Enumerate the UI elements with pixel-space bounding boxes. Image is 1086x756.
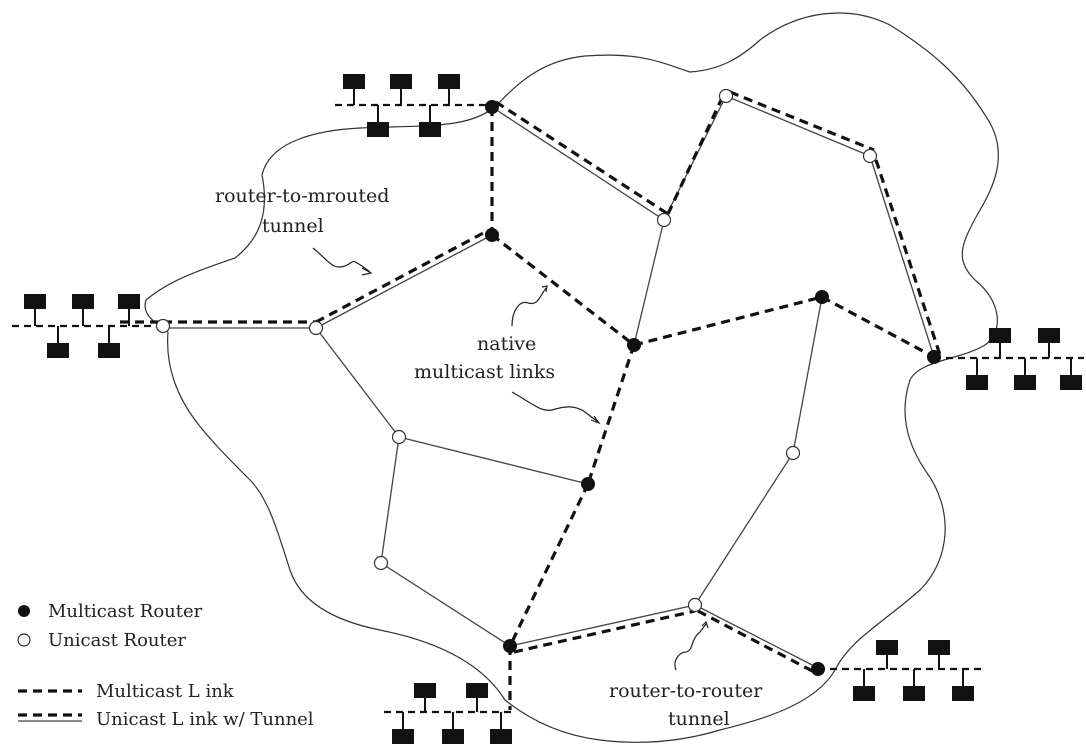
multicast-router bbox=[927, 350, 941, 364]
multicast-link bbox=[491, 233, 635, 347]
tunnel-link bbox=[697, 609, 819, 676]
tunnel-link bbox=[315, 228, 490, 324]
legend-multicast-link-label: Multicast L ink bbox=[96, 681, 235, 702]
legend-multicast-router-icon bbox=[18, 605, 30, 617]
host-lan-bottom bbox=[384, 683, 512, 744]
multicast-links bbox=[120, 90, 942, 710]
unicast-link bbox=[398, 436, 589, 485]
unicast-router bbox=[862, 148, 878, 164]
label-native-line1: native bbox=[477, 333, 536, 355]
unicast-link bbox=[315, 327, 400, 438]
legend-tunnel-link-label: Unicast L ink w/ Tunnel bbox=[96, 709, 314, 730]
unicast-routers bbox=[155, 88, 878, 613]
callout-arrow-router-to-router bbox=[674, 623, 707, 671]
host-lan-top bbox=[335, 74, 492, 137]
label-router-to-router-line1: router-to-router bbox=[609, 680, 763, 702]
host-lan-left bbox=[12, 294, 160, 358]
unicast-link bbox=[491, 106, 665, 221]
multicast-link bbox=[633, 295, 823, 347]
unicast-link bbox=[694, 452, 794, 606]
host-lan-bottom-right bbox=[818, 640, 985, 701]
multicast-router bbox=[503, 639, 517, 653]
tunnel-link bbox=[495, 100, 669, 216]
unicast-router bbox=[656, 212, 672, 228]
unicast-link bbox=[694, 604, 819, 669]
unicast-link bbox=[315, 234, 493, 329]
multicast-router bbox=[485, 100, 499, 114]
multicast-link bbox=[586, 344, 636, 485]
multicast-router bbox=[581, 477, 595, 491]
callout-arrow-mrouted bbox=[312, 247, 371, 273]
unicast-router bbox=[718, 88, 734, 104]
legend-unicast-router-icon bbox=[17, 633, 31, 647]
legend: Multicast Router Unicast Router Multicas… bbox=[17, 601, 314, 730]
unicast-router bbox=[785, 445, 801, 461]
unicast-router bbox=[155, 318, 171, 334]
unicast-link bbox=[380, 436, 400, 564]
callout-arrow-native-down bbox=[511, 391, 599, 423]
unicast-link bbox=[725, 95, 871, 157]
unicast-link bbox=[380, 562, 511, 647]
multicast-routers bbox=[485, 100, 941, 676]
legend-unicast-router-label: Unicast Router bbox=[48, 630, 186, 651]
legend-multicast-router-label: Multicast Router bbox=[48, 601, 203, 622]
multicast-router bbox=[815, 290, 829, 304]
unicast-link bbox=[633, 219, 665, 346]
host-lan-right bbox=[934, 328, 1084, 390]
multicast-router bbox=[485, 228, 499, 242]
unicast-router bbox=[391, 429, 407, 445]
tunnel-link bbox=[729, 90, 875, 152]
label-native-line2: multicast links bbox=[414, 361, 555, 383]
label-router-to-router-line2: tunnel bbox=[668, 708, 730, 730]
tunnel-link bbox=[874, 159, 942, 356]
unicast-router bbox=[687, 597, 703, 613]
multicast-link bbox=[821, 295, 935, 359]
multicast-router bbox=[627, 338, 641, 352]
unicast-link bbox=[509, 604, 696, 647]
unicast-router bbox=[373, 555, 389, 571]
unicast-link bbox=[792, 296, 823, 454]
callout-arrow-native-up bbox=[511, 287, 547, 327]
tunnel-link bbox=[513, 609, 696, 654]
multicast-router bbox=[811, 662, 825, 676]
unicast-link bbox=[869, 155, 935, 358]
label-router-to-mrouted-line1: router-to-mrouted bbox=[215, 185, 389, 207]
multicast-link bbox=[508, 483, 590, 647]
unicast-router bbox=[308, 320, 324, 336]
tunnel-link bbox=[666, 97, 724, 215]
label-router-to-mrouted-line2: tunnel bbox=[262, 215, 324, 237]
